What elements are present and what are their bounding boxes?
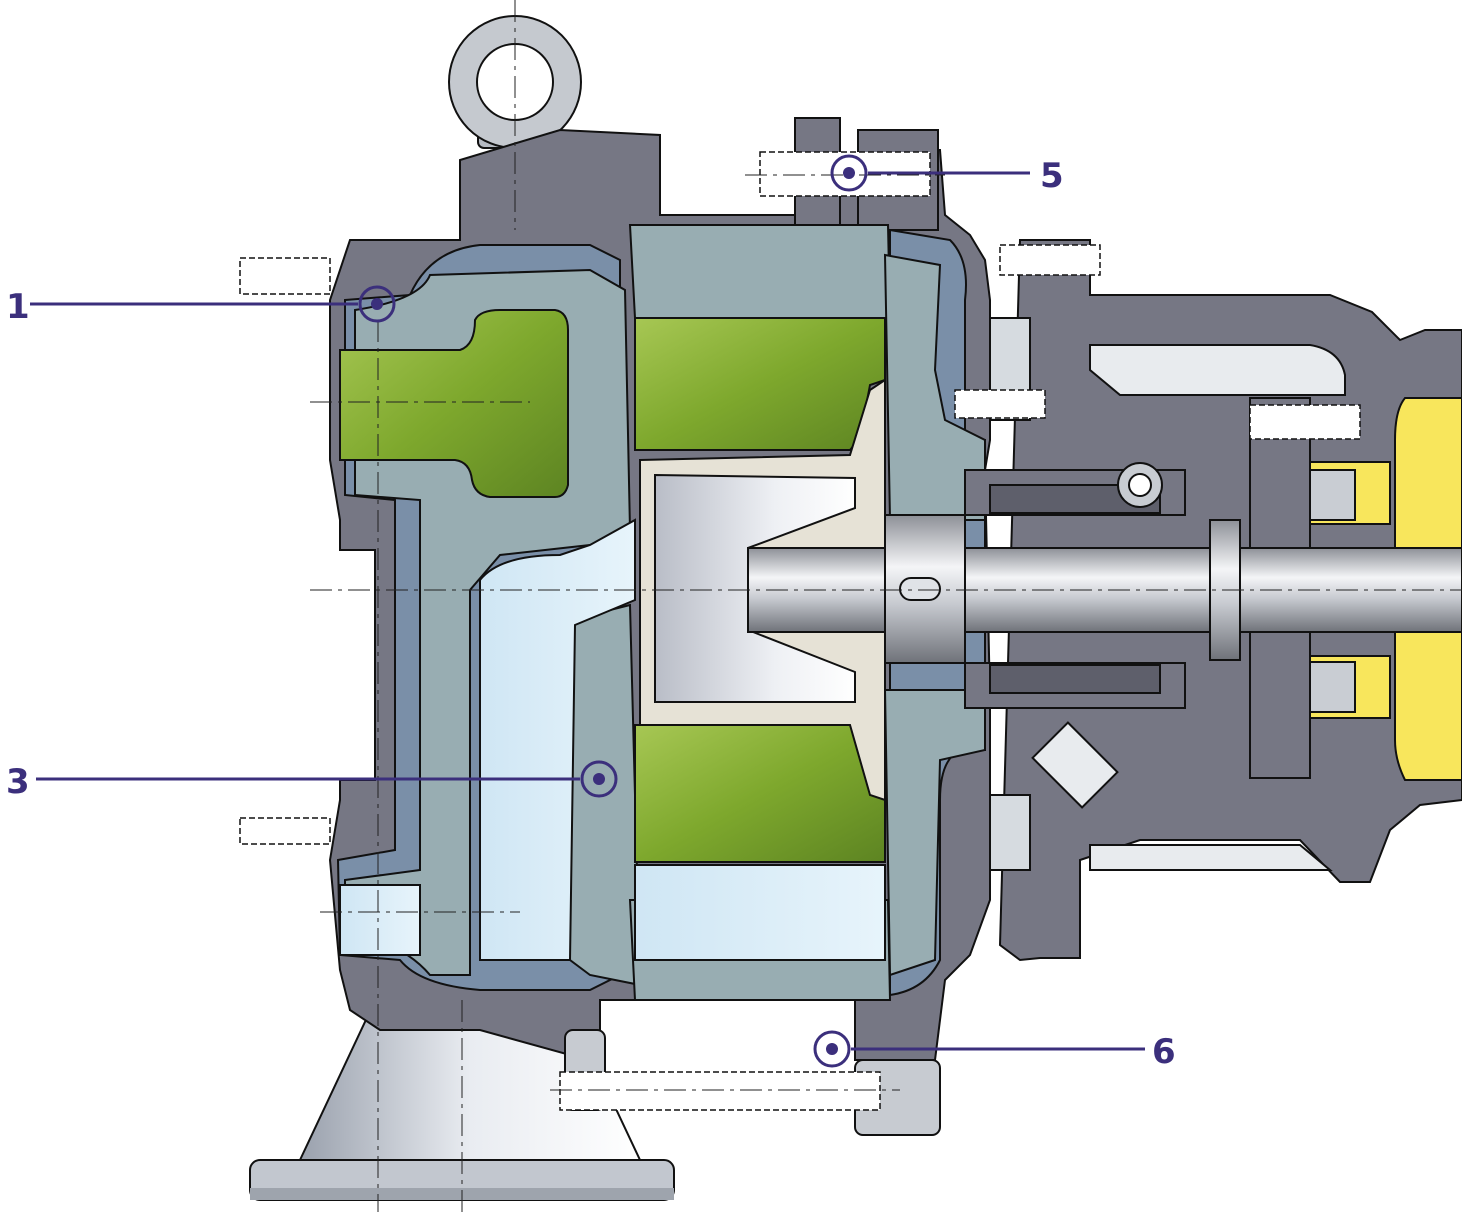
bolts bbox=[239, 151, 1361, 1111]
seal-plug-inner bbox=[1128, 473, 1152, 497]
bracket-window-top bbox=[1089, 344, 1346, 396]
mechanical-seal bbox=[964, 462, 1186, 709]
fluid-passages bbox=[339, 518, 886, 961]
callouts: 1 3 5 6 bbox=[6, 154, 1176, 1072]
callout-label: 3 bbox=[6, 762, 30, 802]
bearing-roller-top bbox=[1304, 469, 1356, 521]
impeller-eye-passage bbox=[634, 864, 886, 961]
drain-fitting bbox=[1031, 721, 1119, 809]
suction-passage bbox=[339, 884, 421, 956]
callout-1: 1 bbox=[6, 285, 396, 327]
bearing-roller-bottom bbox=[1304, 661, 1356, 713]
center-lines bbox=[310, 0, 1462, 1212]
callout-3: 3 bbox=[6, 760, 618, 802]
callout-ring bbox=[830, 154, 868, 192]
seal-face-bottom bbox=[989, 664, 1161, 694]
callout-6: 6 bbox=[813, 1030, 1176, 1072]
inlet-port-green bbox=[339, 309, 569, 498]
callout-label: 5 bbox=[1040, 156, 1064, 196]
bolt-bottom-flange bbox=[559, 1071, 881, 1111]
drain-fitting-body bbox=[1031, 721, 1119, 809]
callout-dot bbox=[826, 1043, 838, 1055]
rotor-upper bbox=[634, 317, 886, 451]
bolt-bracket-mid bbox=[954, 389, 1046, 419]
rotor-lobes bbox=[339, 309, 886, 863]
bracket-window-bottom bbox=[1089, 844, 1333, 871]
callout-ring bbox=[358, 285, 396, 323]
callout-ring bbox=[813, 1030, 851, 1068]
rotor-lower bbox=[634, 724, 886, 863]
callout-5: 5 bbox=[830, 154, 1064, 196]
bolt-bearing-cap bbox=[1249, 404, 1361, 440]
shaft-keyway bbox=[899, 577, 941, 601]
bracket-window-mid-bot bbox=[989, 794, 1031, 871]
stud-top-left bbox=[239, 257, 331, 295]
callout-dot bbox=[593, 773, 605, 785]
bolt-bracket-top bbox=[999, 244, 1101, 276]
stud-mid-left bbox=[239, 817, 331, 845]
callout-dot bbox=[843, 167, 855, 179]
callout-label: 1 bbox=[6, 287, 30, 327]
callout-dot bbox=[371, 298, 383, 310]
impeller-shroud-front bbox=[628, 224, 892, 319]
callout-ring bbox=[580, 760, 618, 798]
discharge-passage bbox=[479, 518, 636, 961]
callout-label: 6 bbox=[1152, 1032, 1176, 1072]
